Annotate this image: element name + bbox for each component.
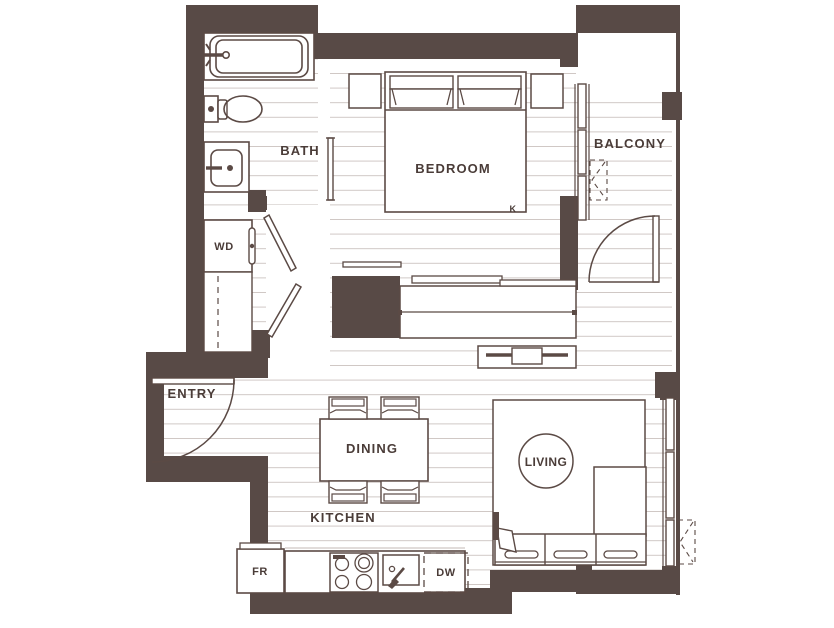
dining-chair-icon (380, 396, 420, 420)
dining-set (319, 396, 429, 504)
swing-door-icon (588, 215, 660, 283)
plan-markers: K (510, 204, 517, 214)
living-label-ring (518, 433, 574, 489)
kitchen-run (236, 542, 469, 594)
closet-door-lower-icon (265, 282, 303, 339)
bedroom-divider-cabinetry (342, 261, 577, 339)
room-labels: BATH BEDROOM BALCONY ENTRY DINING KITCHE… (167, 136, 666, 525)
label-entry: ENTRY (167, 386, 216, 401)
label-washer-dryer: WD (214, 241, 234, 253)
nightstand-icon (530, 73, 564, 109)
closet (203, 271, 253, 353)
dining-table-icon (319, 418, 429, 482)
dishwasher-icon (423, 552, 469, 593)
living-window (662, 397, 696, 567)
label-bed-size-king: K (510, 204, 517, 214)
dining-chair-icon (328, 396, 368, 420)
kitchen-sink-icon (382, 554, 420, 589)
label-bath: BATH (280, 143, 320, 158)
label-dishwasher: DW (436, 567, 456, 579)
bed-icon (384, 71, 527, 213)
label-bedroom: BEDROOM (415, 161, 491, 176)
entry-door (151, 377, 235, 463)
side-table-icon (593, 466, 647, 537)
closet-door-upper-icon (263, 213, 297, 273)
label-balcony: BALCONY (594, 136, 666, 151)
label-fridge: FR (252, 566, 268, 578)
toilet-icon (203, 95, 263, 123)
living-room-furniture (492, 399, 647, 566)
nightstand-icon (348, 73, 382, 109)
washer-dryer-icon (203, 219, 256, 273)
operable-panel-indicator (589, 159, 608, 201)
sliding-door-icon (326, 137, 335, 201)
dining-chair-icon (380, 480, 420, 504)
media-console-icon (477, 345, 577, 369)
sofa-icon (493, 512, 647, 566)
refrigerator-icon (236, 542, 290, 594)
sink-icon (203, 141, 250, 193)
operable-panel-indicator (677, 519, 696, 565)
sliding-door-icon (574, 83, 590, 221)
label-dining: DINING (346, 441, 398, 456)
balcony-openings (574, 83, 660, 283)
appliance-labels: WD FR DW (214, 241, 456, 579)
wall-details (164, 5, 680, 595)
bedroom-furniture (348, 71, 564, 213)
bathroom-fixtures (203, 32, 335, 201)
bathtub-icon (203, 32, 315, 81)
dining-chair-icon (328, 480, 368, 504)
label-living: LIVING (525, 455, 567, 469)
cooktop-icon (329, 552, 379, 593)
hall-doors (263, 213, 303, 339)
label-kitchen: KITCHEN (310, 510, 375, 525)
